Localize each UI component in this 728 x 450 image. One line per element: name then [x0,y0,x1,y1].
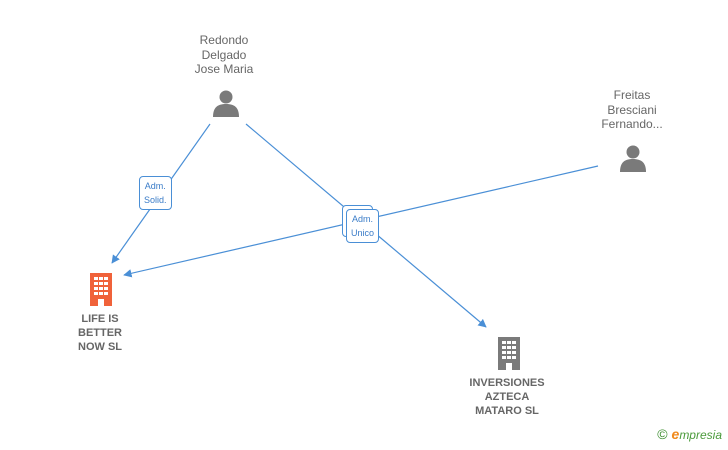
building-icon[interactable] [494,336,524,370]
person-icon[interactable] [618,143,648,173]
node-label-line: MATARO SL [475,405,539,417]
edge-tag-box: Adm. Solid. [139,176,172,210]
node-label-inversiones: INVERSIONES AZTECA MATARO SL [452,376,562,418]
node-label-life: LIFE IS BETTER NOW SL [50,312,150,354]
node-label-line: Fernando... [601,117,663,131]
node-label-line: AZTECA [484,391,530,403]
brand-watermark: ©empresia [657,426,722,442]
brand-logo-letter: e [671,426,680,442]
brand-logo-text: mpresia [679,428,722,442]
node-label-line: BETTER [78,327,122,339]
node-label-line: Bresciani [607,102,657,117]
node-label-redondo: Redondo Delgado Jose Maria [176,33,272,77]
node-label-line: Redondo [199,33,249,47]
node-label-line: INVERSIONES [469,377,545,389]
edge-tag-line: Adm. [352,214,374,224]
edge-tag-line: Unico [351,228,375,238]
building-icon[interactable] [86,272,116,306]
edge-tag-line: Solid. [144,195,167,205]
node-label-line: Delgado [201,47,247,62]
edge-tag-line: Adm. [144,181,166,191]
node-label-line: LIFE IS [81,313,119,325]
node-label-line: Jose Maria [194,62,254,76]
copyright-icon: © [657,426,668,442]
node-label-line: Freitas [613,88,651,102]
person-icon[interactable] [211,88,241,118]
node-label-freitas: Freitas Bresciani Fernando... [584,88,680,132]
node-label-line: NOW SL [78,341,122,353]
edge-tag-box: Adm. Unico [341,205,380,243]
